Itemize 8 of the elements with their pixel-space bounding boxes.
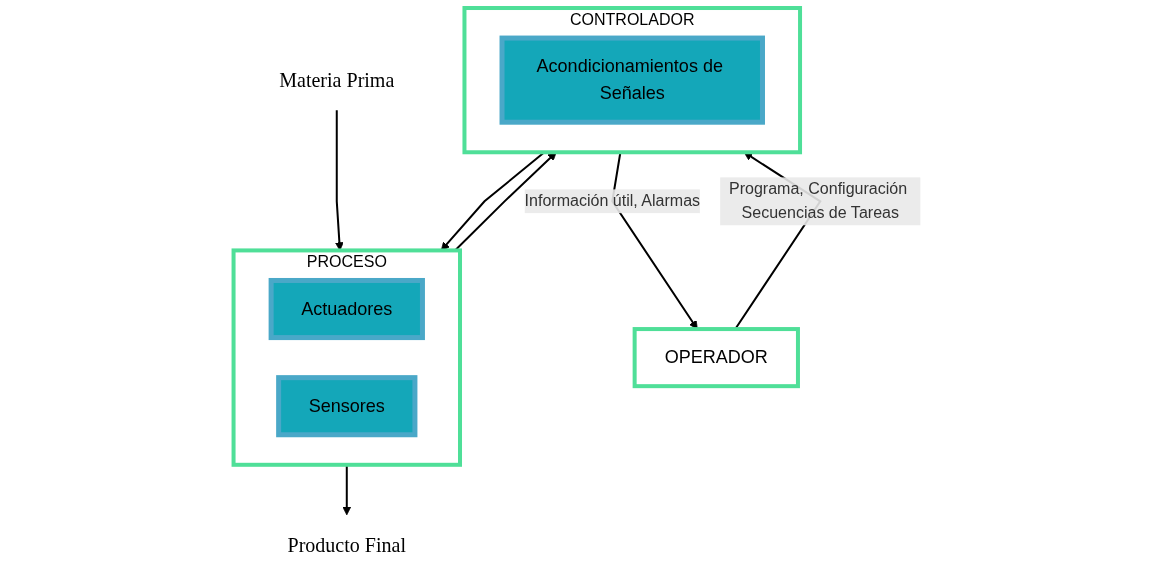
edge-label: Programa, Configuración Secuencias de Tareas xyxy=(728,180,908,222)
node-box: OPERADOR xyxy=(632,327,800,389)
node-box: Acondicionamientos de Señales xyxy=(499,35,765,125)
node-box: Sensores xyxy=(276,375,418,438)
node-text: Materia Prima xyxy=(279,69,395,92)
edge-label: Información útil, Alarmas xyxy=(524,192,701,210)
node-box: Actuadores xyxy=(268,277,425,341)
node-text: Producto Final xyxy=(287,533,407,556)
